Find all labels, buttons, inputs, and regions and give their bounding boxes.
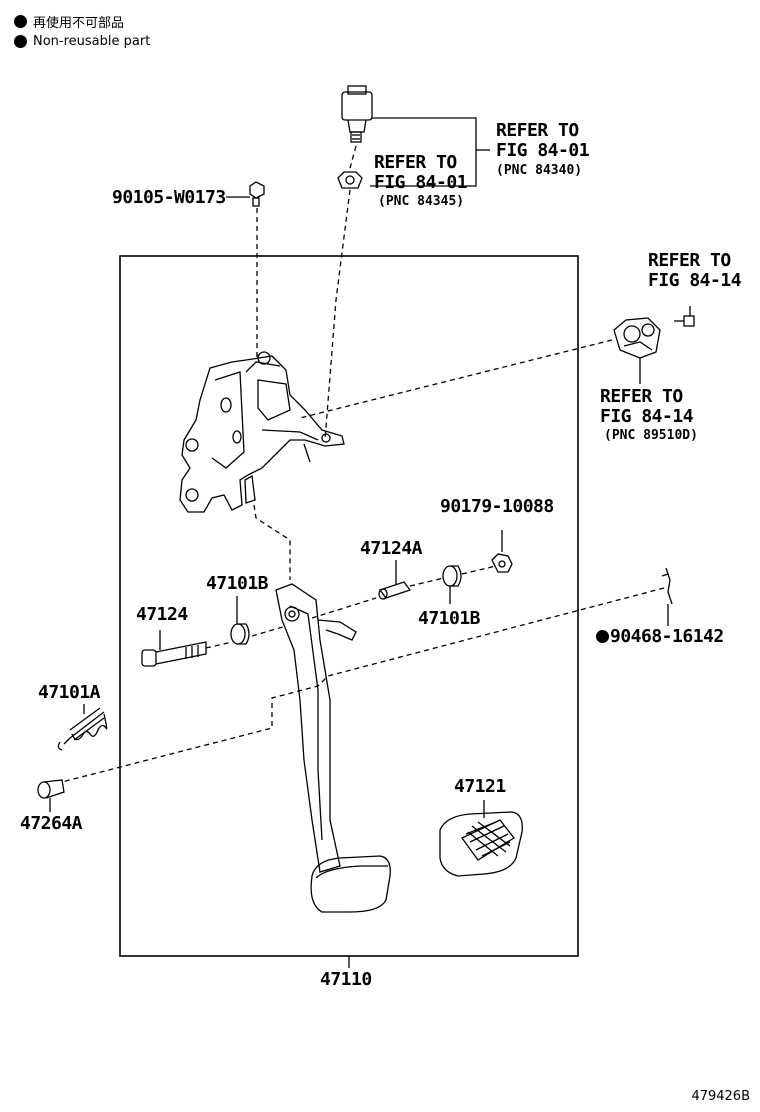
- ref3-line1: REFER TO: [648, 250, 731, 271]
- ref-bracket: [370, 117, 477, 187]
- part-label-47101b-left: 47101B: [206, 573, 269, 594]
- return-spring-47101a-icon: [57, 707, 108, 751]
- part-label-47121: 47121: [454, 776, 506, 797]
- bolt-90105-icon: [249, 181, 265, 207]
- figure-id: 479426B: [691, 1089, 750, 1104]
- ref4-line2: FIG 84-14: [600, 406, 694, 427]
- pedal-sensor-icon: [613, 317, 661, 359]
- collar-47124a-icon: [378, 581, 412, 600]
- part-label-47110: 47110: [320, 969, 372, 990]
- non-reusable-bullet-icon: [14, 15, 27, 28]
- ref4-line1: REFER TO: [600, 386, 683, 407]
- switch-nut-icon: [337, 171, 363, 189]
- sensor-screw-icon: [674, 315, 695, 327]
- non-reusable-bullet-icon: [596, 630, 609, 643]
- brake-pedal-arm-icon: [275, 583, 357, 873]
- non-reusable-bullet-icon: [14, 35, 27, 48]
- ref1-pnc: (PNC 84340): [496, 163, 583, 178]
- legend-non-reusable-en: Non-reusable part: [14, 34, 150, 49]
- part-label-90179: 90179-10088: [440, 496, 554, 517]
- pedal-pad-cover-icon: [439, 811, 523, 877]
- bushing-47101b-right-icon: [442, 565, 462, 587]
- ref3-line2: FIG 84-14: [648, 270, 742, 291]
- pedal-support-bracket-icon: [179, 351, 345, 513]
- legend-jp-text: 再使用不可部品: [33, 16, 125, 31]
- part-label-90468: 90468-16142: [596, 626, 724, 647]
- part-label-47124: 47124: [136, 604, 188, 625]
- ref2-pnc: (PNC 84345): [378, 194, 465, 209]
- ref2-line2: FIG 84-01: [374, 172, 468, 193]
- part-label-90105: 90105-W0173: [112, 187, 226, 208]
- legend-non-reusable-jp: 再使用不可部品: [14, 12, 124, 31]
- legend-en-text: Non-reusable part: [33, 34, 151, 49]
- part-label-47124a: 47124A: [360, 538, 423, 559]
- pedal-pad-icon: [310, 855, 391, 913]
- ref4-pnc: (PNC 89510D): [604, 428, 698, 443]
- pin-47264a-icon: [37, 779, 65, 799]
- bolt-47124-icon: [141, 641, 207, 667]
- part-label-47264a: 47264A: [20, 813, 83, 834]
- nut-90179-icon: [491, 553, 513, 573]
- clip-90468-icon: [661, 567, 673, 605]
- bushing-47101b-left-icon: [230, 623, 250, 645]
- ref2-line1: REFER TO: [374, 152, 457, 173]
- ref1-line2: FIG 84-01: [496, 140, 590, 161]
- stop-lamp-switch-icon: [341, 85, 373, 143]
- part-label-47101b-right: 47101B: [418, 608, 481, 629]
- part-label-47101a: 47101A: [38, 682, 101, 703]
- ref1-line1: REFER TO: [496, 120, 579, 141]
